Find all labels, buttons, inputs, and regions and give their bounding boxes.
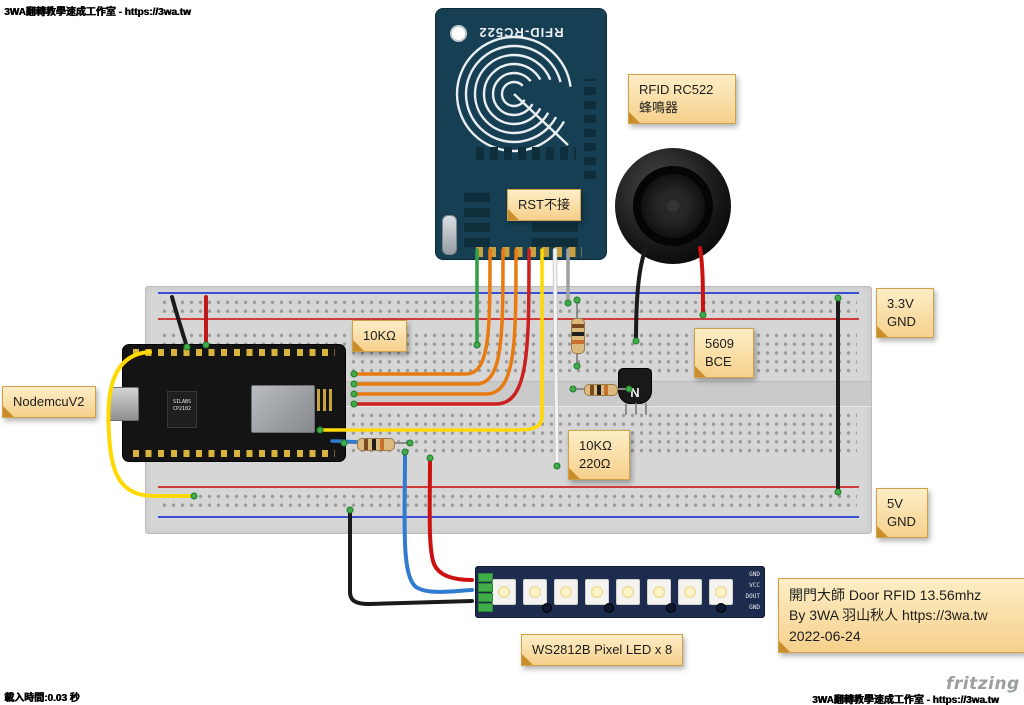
note-3v3-gnd: 3.3V GND bbox=[876, 288, 934, 339]
resistor-220-horizontal bbox=[584, 384, 618, 396]
ws2812b-led bbox=[647, 579, 671, 605]
strip-mounting-hole bbox=[666, 603, 676, 613]
strip-mounting-hole bbox=[604, 603, 614, 613]
note-10k-resistor: 10KΩ bbox=[352, 320, 407, 353]
resistor-10k-vertical bbox=[571, 318, 585, 354]
usb-connector bbox=[109, 387, 139, 421]
smd-pad-column-edge bbox=[584, 79, 596, 179]
header-pin-row bbox=[476, 247, 582, 257]
ws2812b-led bbox=[523, 579, 547, 605]
note-project-credit: 開門大師 Door RFID 13.56mhz By 3WA 羽山秋人 http… bbox=[778, 578, 1024, 653]
bottom-power-rail-holes bbox=[160, 492, 857, 509]
rfid-rc522-module: RFID-RC522 bbox=[435, 8, 607, 260]
strip-pin-labels: GND VCC DOUT GND bbox=[745, 571, 760, 611]
ws2812b-led bbox=[616, 579, 640, 605]
note-10k-220-resistors: 10KΩ 220Ω bbox=[568, 430, 630, 481]
watermark-studio-top: 3WA翻轉教學速成工作室 - https://3wa.tw bbox=[4, 7, 191, 18]
bottom-positive-rail-line bbox=[158, 486, 859, 488]
strip-pad-vcc bbox=[478, 583, 493, 592]
strip-pad-gnd2 bbox=[478, 603, 493, 612]
watermark-load-time: 載入時間:0.03 秒 bbox=[4, 693, 80, 704]
top-positive-rail-line bbox=[158, 318, 859, 320]
piezo-buzzer bbox=[615, 148, 731, 264]
nodemcu-top-pin-row bbox=[133, 349, 335, 356]
mounting-hole bbox=[450, 25, 467, 42]
transistor-5609: N bbox=[618, 368, 652, 404]
watermark-studio-bottom: 3WA翻轉教學速成工作室 - https://3wa.tw bbox=[812, 695, 999, 705]
resistor-10k-horizontal bbox=[357, 438, 395, 451]
strip-mounting-hole bbox=[542, 603, 552, 613]
note-ws2812b-strip: WS2812B Pixel LED x 8 bbox=[521, 634, 684, 667]
ws2812b-led bbox=[492, 579, 516, 605]
top-power-rail-holes bbox=[160, 298, 857, 315]
antenna-coil-graphic bbox=[455, 35, 573, 153]
nodemcu-v2-board: SILABS CP2102 bbox=[109, 344, 346, 462]
ws2812b-led bbox=[585, 579, 609, 605]
note-rfid-buzzer: RFID RC522 蜂鳴器 bbox=[628, 74, 736, 125]
crystal-oscillator bbox=[442, 215, 457, 255]
strip-mounting-hole bbox=[716, 603, 726, 613]
top-negative-rail-line bbox=[158, 292, 859, 294]
note-5v-gnd: 5V GND bbox=[876, 488, 928, 539]
ws2812b-led bbox=[709, 579, 733, 605]
smd-pad-column-left bbox=[464, 189, 490, 247]
ws2812b-led bbox=[678, 579, 702, 605]
cp2102-uart-chip: SILABS CP2102 bbox=[167, 391, 197, 428]
ws2812b-led-strip: GND VCC DOUT GND bbox=[475, 566, 765, 618]
ws2812b-led bbox=[554, 579, 578, 605]
bottom-negative-rail-line bbox=[158, 516, 859, 518]
strip-pad-gnd bbox=[478, 573, 493, 582]
strip-pad-din bbox=[478, 593, 493, 602]
note-5609-bce: 5609 BCE bbox=[694, 328, 754, 379]
note-rst-unconnected: RST不接 bbox=[507, 189, 582, 222]
transistor-marking: N bbox=[630, 385, 640, 400]
fritzing-logo: fritzing bbox=[946, 674, 1020, 694]
pcb-antenna bbox=[317, 389, 335, 411]
smd-pad-row bbox=[476, 147, 576, 160]
esp8266-metal-shield bbox=[251, 385, 315, 433]
note-nodemcu-v2: NodemcuV2 bbox=[2, 386, 96, 419]
nodemcu-bottom-pin-row bbox=[133, 450, 335, 457]
